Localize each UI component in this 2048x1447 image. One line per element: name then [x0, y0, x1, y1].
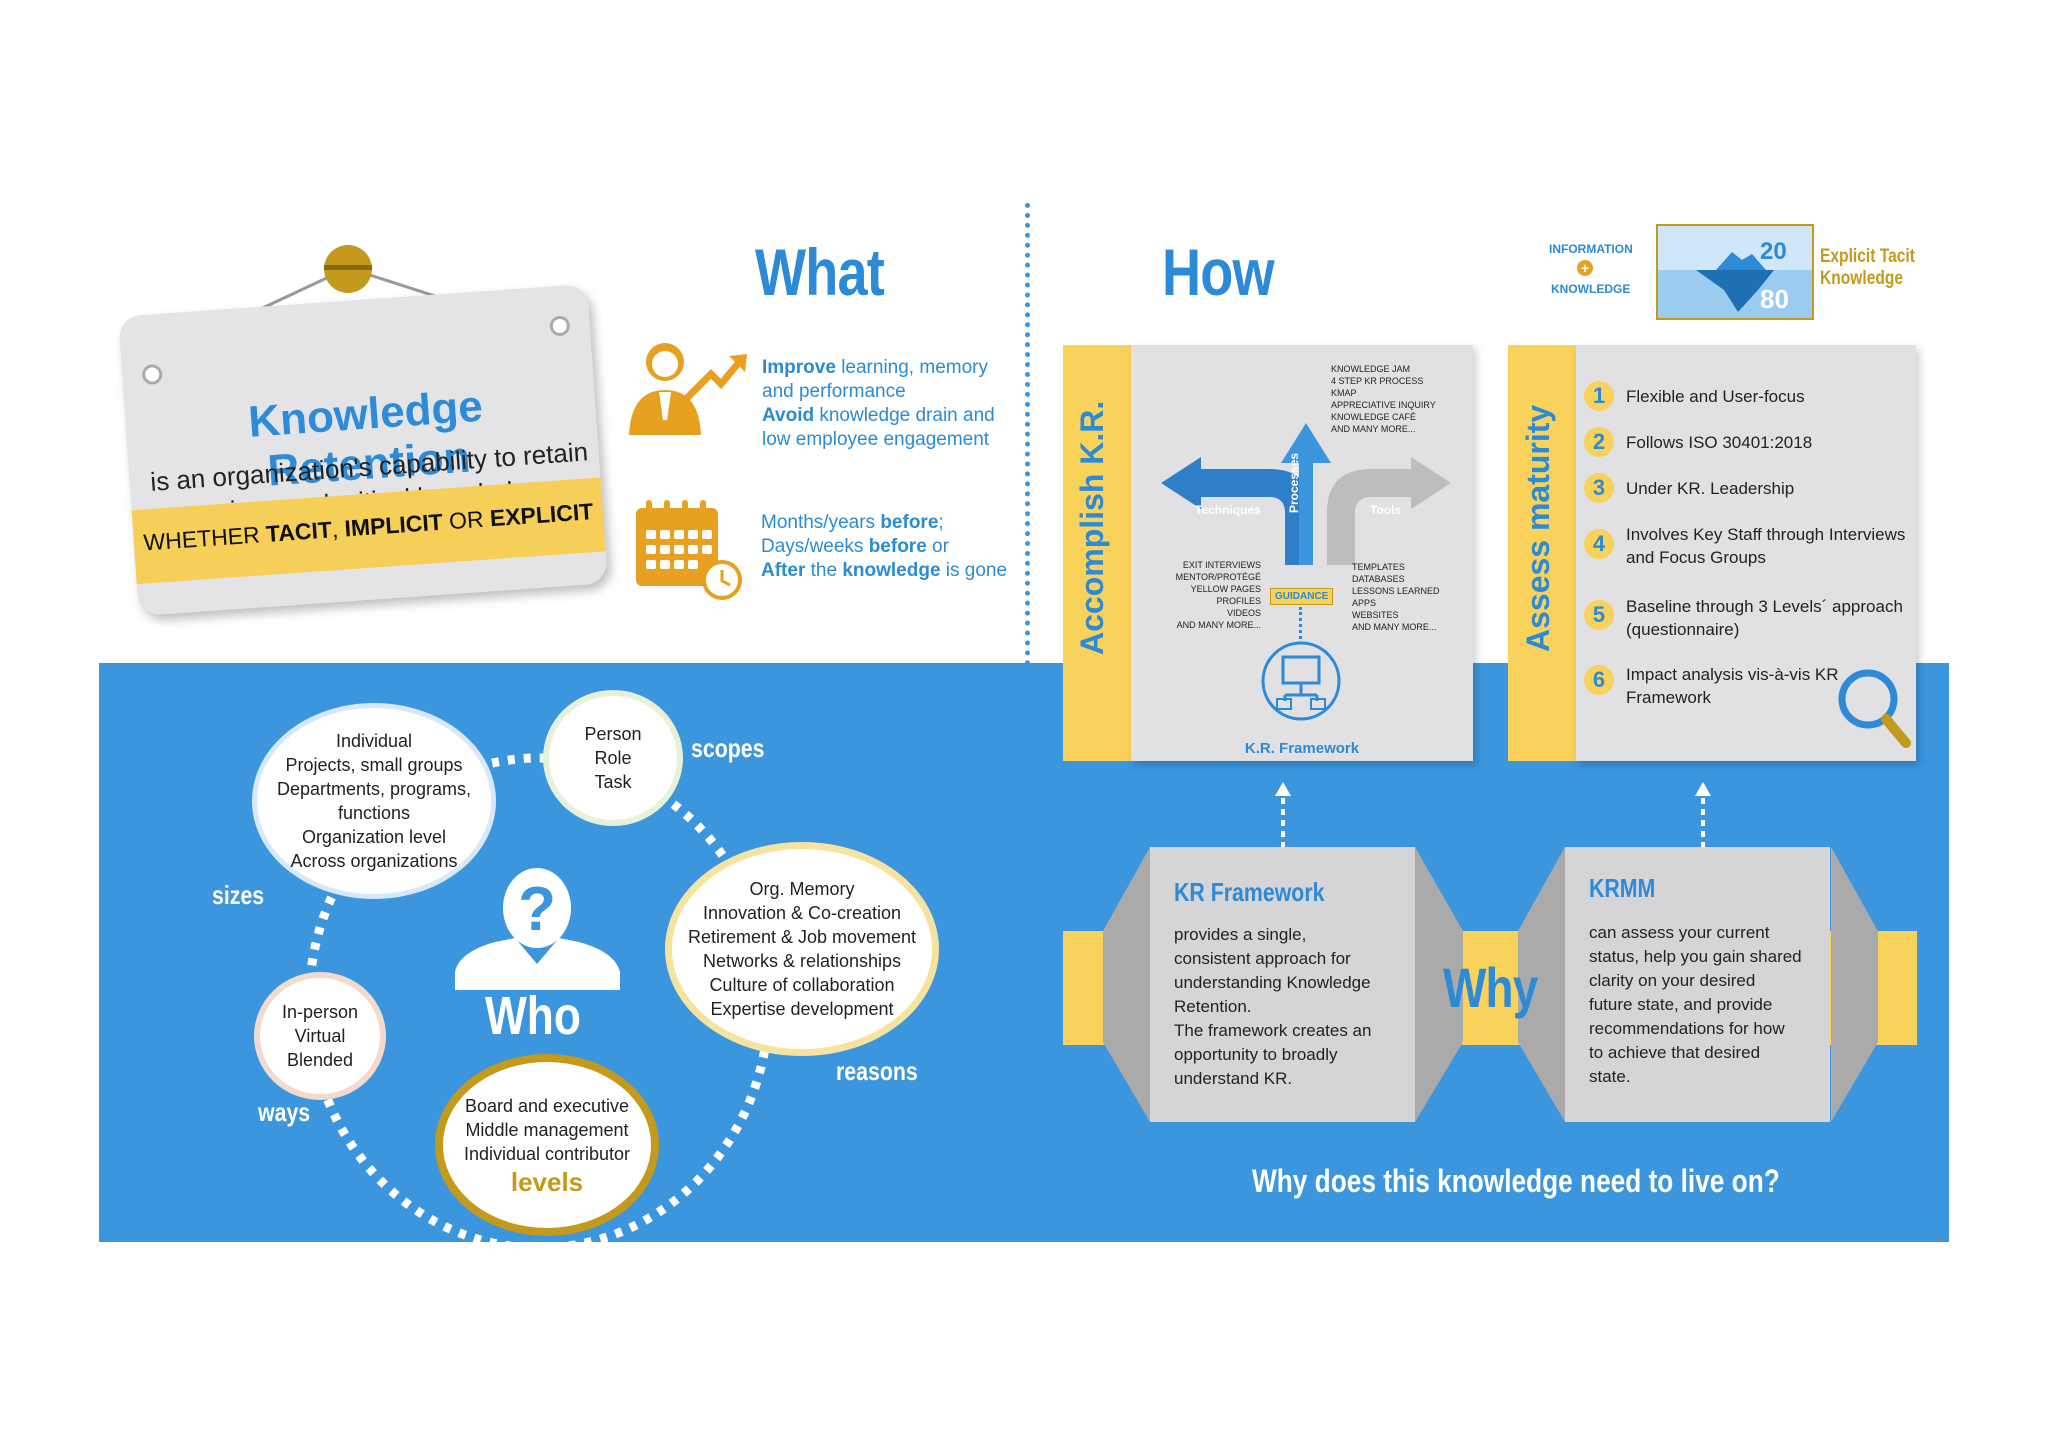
maturity-number: 3 — [1584, 473, 1614, 503]
sign-ribbon-text: WHETHER TACIT, IMPLICIT OR EXPLICIT — [142, 498, 595, 556]
employee-growth-icon — [629, 343, 747, 435]
section-divider — [1025, 203, 1030, 1243]
knowledge-caption: Knowledge — [1820, 268, 1904, 289]
processes-list: KNOWLEDGE JAM 4 STEP KR PROCESS KMAP APP… — [1331, 364, 1436, 434]
iceberg-graphic — [1656, 224, 1814, 320]
information-label: INFORMATION — [1549, 242, 1633, 256]
reasons-label: reasons — [836, 1056, 918, 1086]
levels-label: levels — [510, 1167, 584, 1197]
what-when-text-1: Months/years before; — [761, 512, 944, 533]
techniques-list: EXIT INTERVIEWS MENTOR/PROTÉGÉ YELLOW PA… — [1175, 560, 1261, 630]
assess-bar — [1508, 345, 1576, 761]
what-avoid-text: Avoid knowledge drain and — [762, 405, 995, 426]
maturity-item: Flexible and User-focus — [1626, 387, 1805, 406]
why-title: Why — [1443, 956, 1538, 1019]
framework-icon — [1261, 641, 1341, 721]
kr-framework-panel: KNOWLEDGE JAM 4 STEP KR PROCESS KMAP APP… — [1131, 345, 1473, 761]
maturity-number: 4 — [1584, 529, 1614, 559]
knowledge-label: KNOWLEDGE — [1551, 282, 1631, 296]
techniques-arrow-icon — [1161, 457, 1313, 565]
what-when-text-2: Days/weeks before or — [761, 536, 949, 557]
what-improve-text: Improve learning, memory — [762, 357, 988, 378]
accomplish-bar — [1063, 345, 1131, 761]
how-title: How — [1162, 235, 1275, 309]
accomplish-label: Accomplish K.R. — [1074, 400, 1110, 655]
explicit-tacit-label: Explicit Tacit — [1820, 246, 1915, 267]
maturity-item: Involves Key Staff through Interviews an… — [1626, 525, 1906, 567]
processes-label: Processes — [1287, 452, 1301, 513]
guidance-connector — [1299, 607, 1302, 639]
maturity-number: 5 — [1584, 600, 1614, 630]
ways-label: ways — [258, 1097, 311, 1127]
framework-arrows — [1161, 423, 1451, 565]
framework-caption: K.R. Framework — [1244, 740, 1360, 757]
guidance-badge: GUIDANCE — [1270, 588, 1334, 605]
maturity-panel: 1 Flexible and User-focus 2 Follows ISO … — [1576, 345, 1916, 761]
plus-icon: + — [1577, 260, 1593, 276]
sign-hole-icon — [549, 315, 571, 337]
techniques-label: Techniques — [1195, 503, 1261, 517]
calendar-icon — [636, 500, 742, 600]
kr-framework-title: KR Framework — [1174, 877, 1325, 907]
maturity-item: Impact analysis vis-à-vis KR Framework — [1626, 665, 1839, 707]
tools-label: Tools — [1370, 503, 1402, 517]
maturity-item: Follows ISO 30401:2018 — [1626, 433, 1813, 452]
tools-arrow-icon — [1327, 457, 1451, 565]
why-question: Why does this knowledge need to live on? — [1252, 1163, 1780, 1199]
what-avoid-text-2: low employee engagement — [762, 429, 990, 450]
what-improve-text-2: and performance — [762, 381, 906, 402]
what-when-text-3: After the knowledge is gone — [761, 560, 1008, 581]
tools-list: TEMPLATES DATABASES LESSONS LEARNED APPS… — [1352, 562, 1440, 632]
krmm-title: KRMM — [1589, 873, 1656, 903]
kr-framework-text: provides a single,consistent approach fo… — [1174, 925, 1372, 1088]
scopes-label: scopes — [691, 733, 765, 763]
what-title: What — [755, 235, 885, 309]
who-title: Who — [485, 986, 581, 1046]
maturity-number: 2 — [1584, 427, 1614, 457]
iceberg-tip-icon — [1716, 252, 1766, 270]
person-question-icon: ? — [455, 868, 620, 990]
iceberg-bottom-value: 80 — [1760, 284, 1789, 314]
sign-hole-icon — [141, 363, 163, 386]
maturity-item: Under KR. Leadership — [1626, 479, 1795, 498]
sizes-label: sizes — [212, 880, 265, 910]
maturity-number: 6 — [1584, 665, 1614, 695]
why-chevrons — [1103, 847, 1878, 1122]
maturity-item: Baseline through 3 Levels´ approach (que… — [1626, 597, 1903, 639]
iceberg-base-icon — [1696, 270, 1774, 312]
magnifier-icon — [1838, 669, 1911, 748]
kr-framework-card: KR Framework provides a single,consisten… — [1150, 847, 1415, 1122]
up-arrow-icon — [1275, 782, 1291, 848]
knowledge-retention-sign: Knowledge Retention is an organization's… — [118, 283, 608, 617]
processes-arrow-icon — [1281, 423, 1331, 565]
maturity-number: 1 — [1584, 381, 1614, 411]
assess-label: Assess maturity — [1520, 404, 1556, 652]
iceberg-top-value: 20 — [1760, 238, 1787, 265]
svg-text:?: ? — [518, 875, 556, 944]
up-arrow-icon — [1695, 782, 1711, 848]
